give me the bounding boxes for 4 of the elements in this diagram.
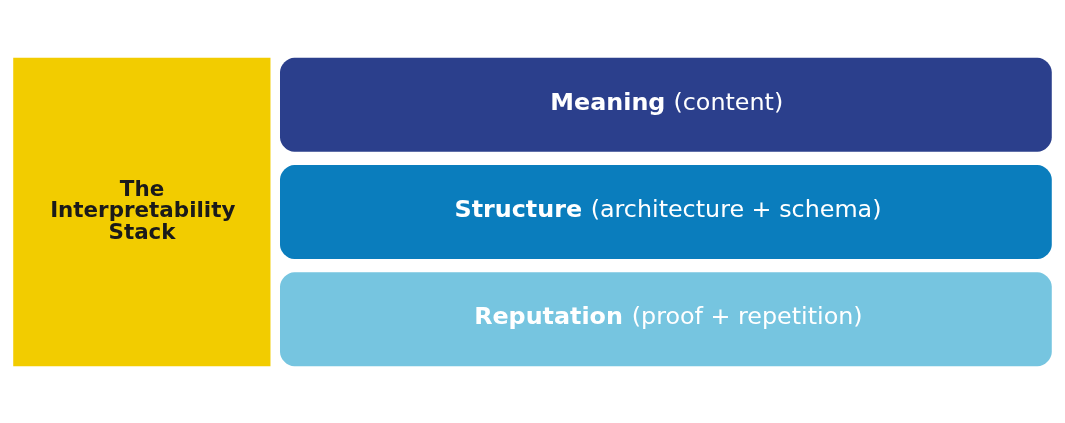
node-box: The Interpretability Stack <box>13 57 271 366</box>
node-box: Meaning (content) <box>280 57 1052 152</box>
node-box: Reputation (proof + repetition) <box>280 271 1052 366</box>
node-box: Structure (architecture + schema) <box>280 164 1052 259</box>
